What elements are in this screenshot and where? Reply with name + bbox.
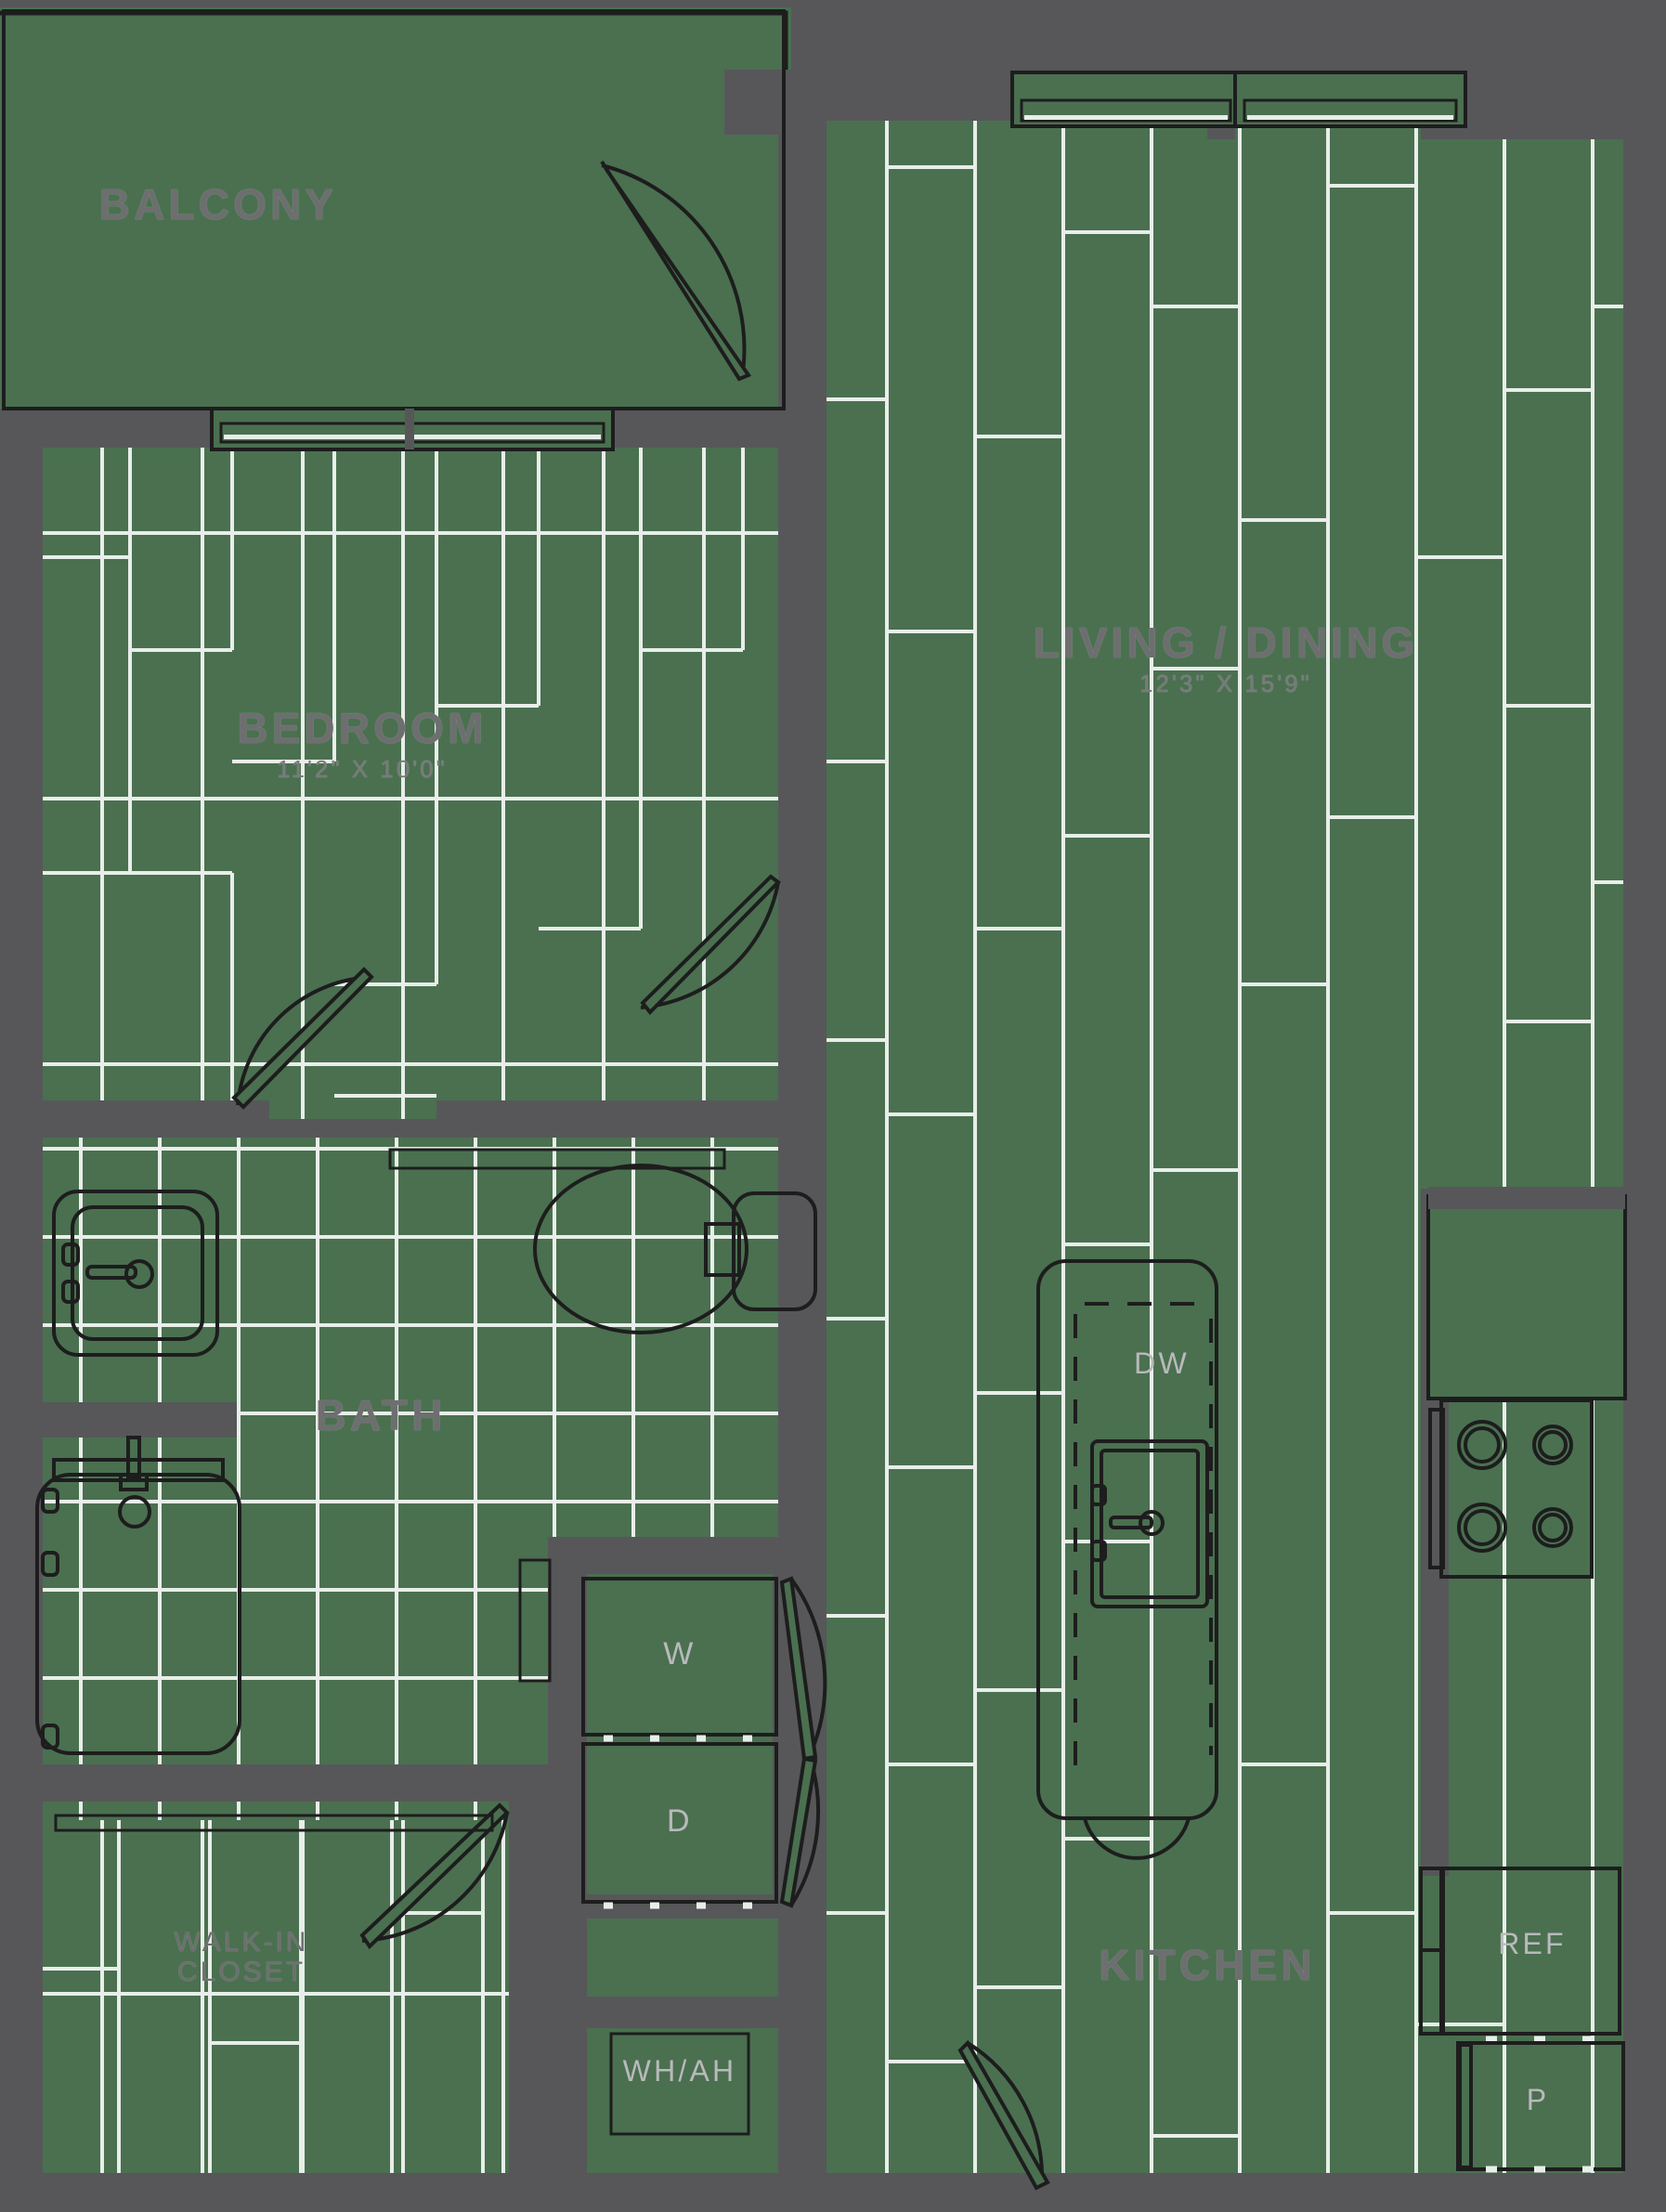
closet-door xyxy=(359,1802,510,1950)
kitchen-island xyxy=(1036,1259,1218,1860)
walls xyxy=(0,65,1666,2212)
bath-niche xyxy=(518,1558,552,1683)
bathtub-shower xyxy=(35,1436,241,1755)
room-balcony-floor xyxy=(0,7,791,409)
room-walkin-closet-floor xyxy=(28,1820,548,2210)
pantry xyxy=(1456,2041,1625,2173)
living-window-left xyxy=(1010,71,1242,128)
kitchen-upper-counter xyxy=(1426,1187,1627,1400)
laundry-door xyxy=(779,1576,827,1908)
water-heater-air-handler xyxy=(609,2032,750,2136)
dryer xyxy=(581,1742,778,1909)
refrigerator xyxy=(1419,1867,1621,2043)
closet-shelf xyxy=(54,1814,494,1832)
vanity-sink xyxy=(52,1190,219,1357)
bath-counter-edge xyxy=(388,1148,726,1170)
bedroom-window xyxy=(210,407,615,451)
toilet xyxy=(533,1164,817,1334)
laundry-closet-floor xyxy=(571,1569,789,2201)
bath-door xyxy=(231,967,374,1110)
balcony-door xyxy=(600,160,752,382)
bedroom-door xyxy=(640,874,782,1016)
room-living-dining-floor xyxy=(803,121,1639,2210)
living-window-right xyxy=(1233,71,1467,128)
entry-door xyxy=(957,2039,1050,2191)
room-bedroom-floor xyxy=(28,423,794,1119)
washer xyxy=(581,1577,778,1742)
